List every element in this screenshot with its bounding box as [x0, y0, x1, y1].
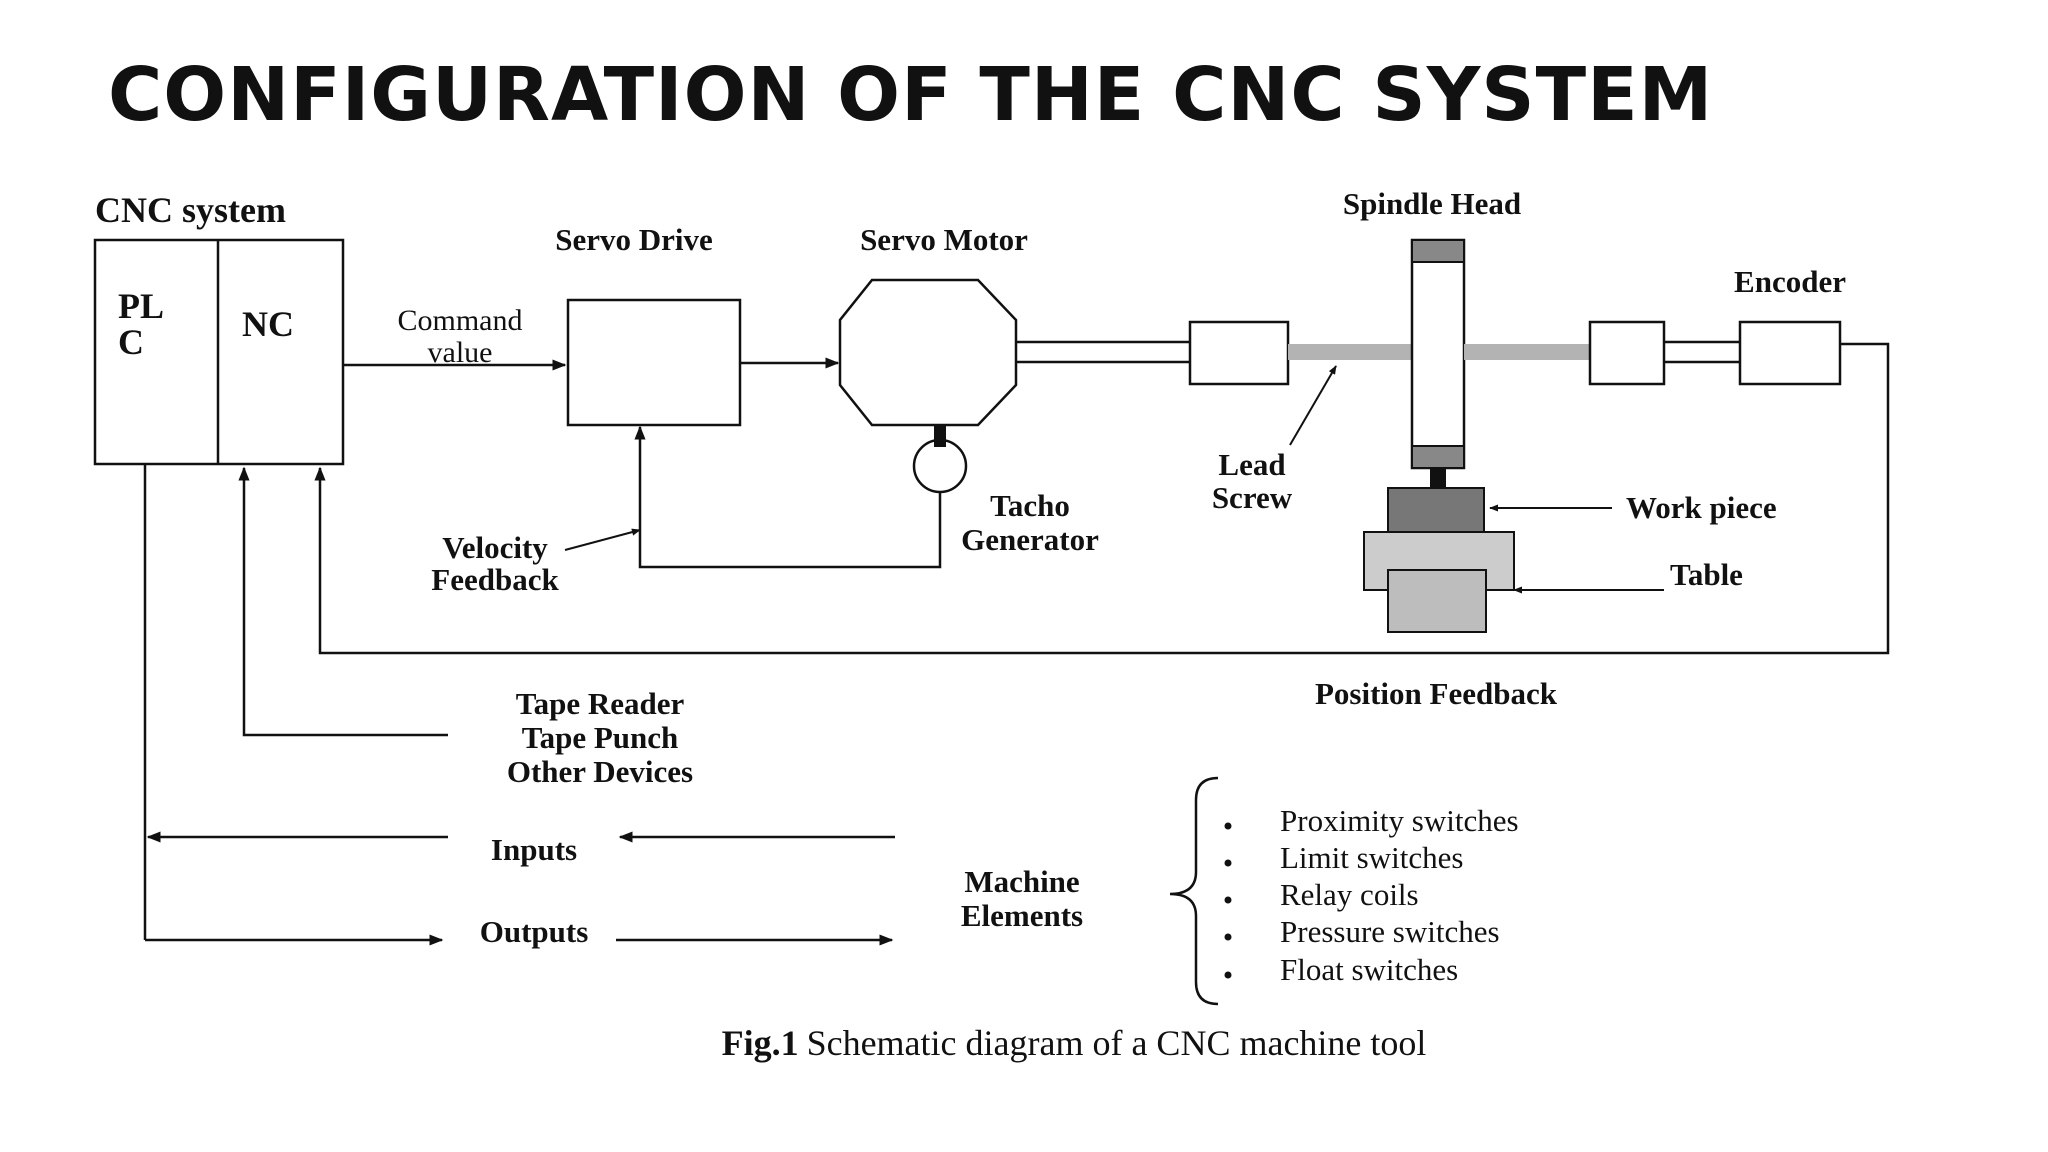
servo-motor-octagon: [838, 278, 1018, 427]
spindle-head-label: Spindle Head: [1343, 186, 1521, 221]
velocity-feedback-label-line1: Velocity: [442, 530, 548, 565]
coupling-box-2: [1588, 320, 1666, 386]
lead-screw-right: [1464, 344, 1590, 360]
machine-item-limit-switches: Limit switches: [1280, 840, 1463, 875]
command-value-label-line2: value: [428, 336, 493, 369]
lead-screw-label-line2: Screw: [1212, 480, 1293, 515]
machine-item-float-switches: Float switches: [1280, 952, 1458, 987]
motor-shaft-stub: [934, 425, 946, 447]
devices-label-line1: Tape Reader: [516, 686, 685, 721]
position-feedback-label: Position Feedback: [1315, 676, 1558, 711]
bullet-icon: [1224, 822, 1232, 830]
velocity-feedback-pointer: [564, 528, 641, 551]
machine-item-relay-coils: Relay coils: [1280, 877, 1419, 912]
table-label: Table: [1670, 557, 1743, 592]
nc-label: NC: [242, 304, 294, 344]
work-piece-label: Work piece: [1626, 490, 1777, 525]
machine-item-proximity-switches: Proximity switches: [1280, 803, 1519, 838]
lead-screw-pointer: [1289, 365, 1337, 446]
lead-screw-label-line1: Lead: [1218, 447, 1285, 482]
velocity-feedback-label-line2: Feedback: [431, 562, 559, 597]
devices-label-line3: Other Devices: [507, 754, 693, 789]
cnc-system-label: CNC system: [95, 190, 286, 230]
outputs-label: Outputs: [480, 914, 589, 949]
table-base-block: [1387, 569, 1487, 633]
bullet-icon: [1224, 971, 1232, 979]
machine-elements-label-line2: Elements: [961, 898, 1083, 933]
devices-label-line2: Tape Punch: [522, 720, 679, 755]
encoder-box: [1738, 320, 1842, 386]
machine-elements-label-line1: Machine: [964, 864, 1079, 899]
machine-elements-brace: [1169, 776, 1219, 1006]
tacho-generator-circle: [912, 438, 968, 494]
figure-caption-number: Fig.1: [722, 1023, 799, 1063]
encoder-label: Encoder: [1734, 264, 1846, 299]
position-feedback-line: [314, 342, 1890, 655]
command-value-label-line1: Command: [398, 304, 523, 337]
spindle-head-column: [1410, 238, 1466, 470]
servo-motor-label: Servo Motor: [860, 222, 1028, 257]
spindle-head-cap-bottom: [1411, 445, 1465, 469]
machine-item-pressure-switches: Pressure switches: [1280, 914, 1500, 949]
tacho-generator-label-line1: Tacho: [990, 488, 1070, 523]
bullet-icon: [1224, 933, 1232, 941]
servo-drive-label: Servo Drive: [555, 222, 713, 257]
coupling-box-1: [1188, 320, 1290, 386]
bullet-icon: [1224, 896, 1232, 904]
work-piece-block: [1387, 487, 1485, 533]
plc-label-line2: C: [118, 322, 144, 362]
bullet-icon: [1224, 859, 1232, 867]
plc-label-line1: PL: [118, 286, 164, 326]
spindle-head-cap-top: [1411, 239, 1465, 263]
figure-caption-text: Schematic diagram of a CNC machine tool: [807, 1023, 1427, 1063]
page-title: CONFIGURATION OF THE CNC SYSTEM: [108, 52, 1714, 138]
machine-elements-list: Proximity switches Limit switches Relay …: [1224, 803, 1519, 987]
velocity-feedback-line: [634, 425, 942, 569]
servo-drive-box: [566, 298, 742, 427]
tacho-generator-label-line2: Generator: [961, 522, 1099, 557]
devices-line: [238, 466, 448, 737]
inputs-label: Inputs: [491, 832, 577, 867]
